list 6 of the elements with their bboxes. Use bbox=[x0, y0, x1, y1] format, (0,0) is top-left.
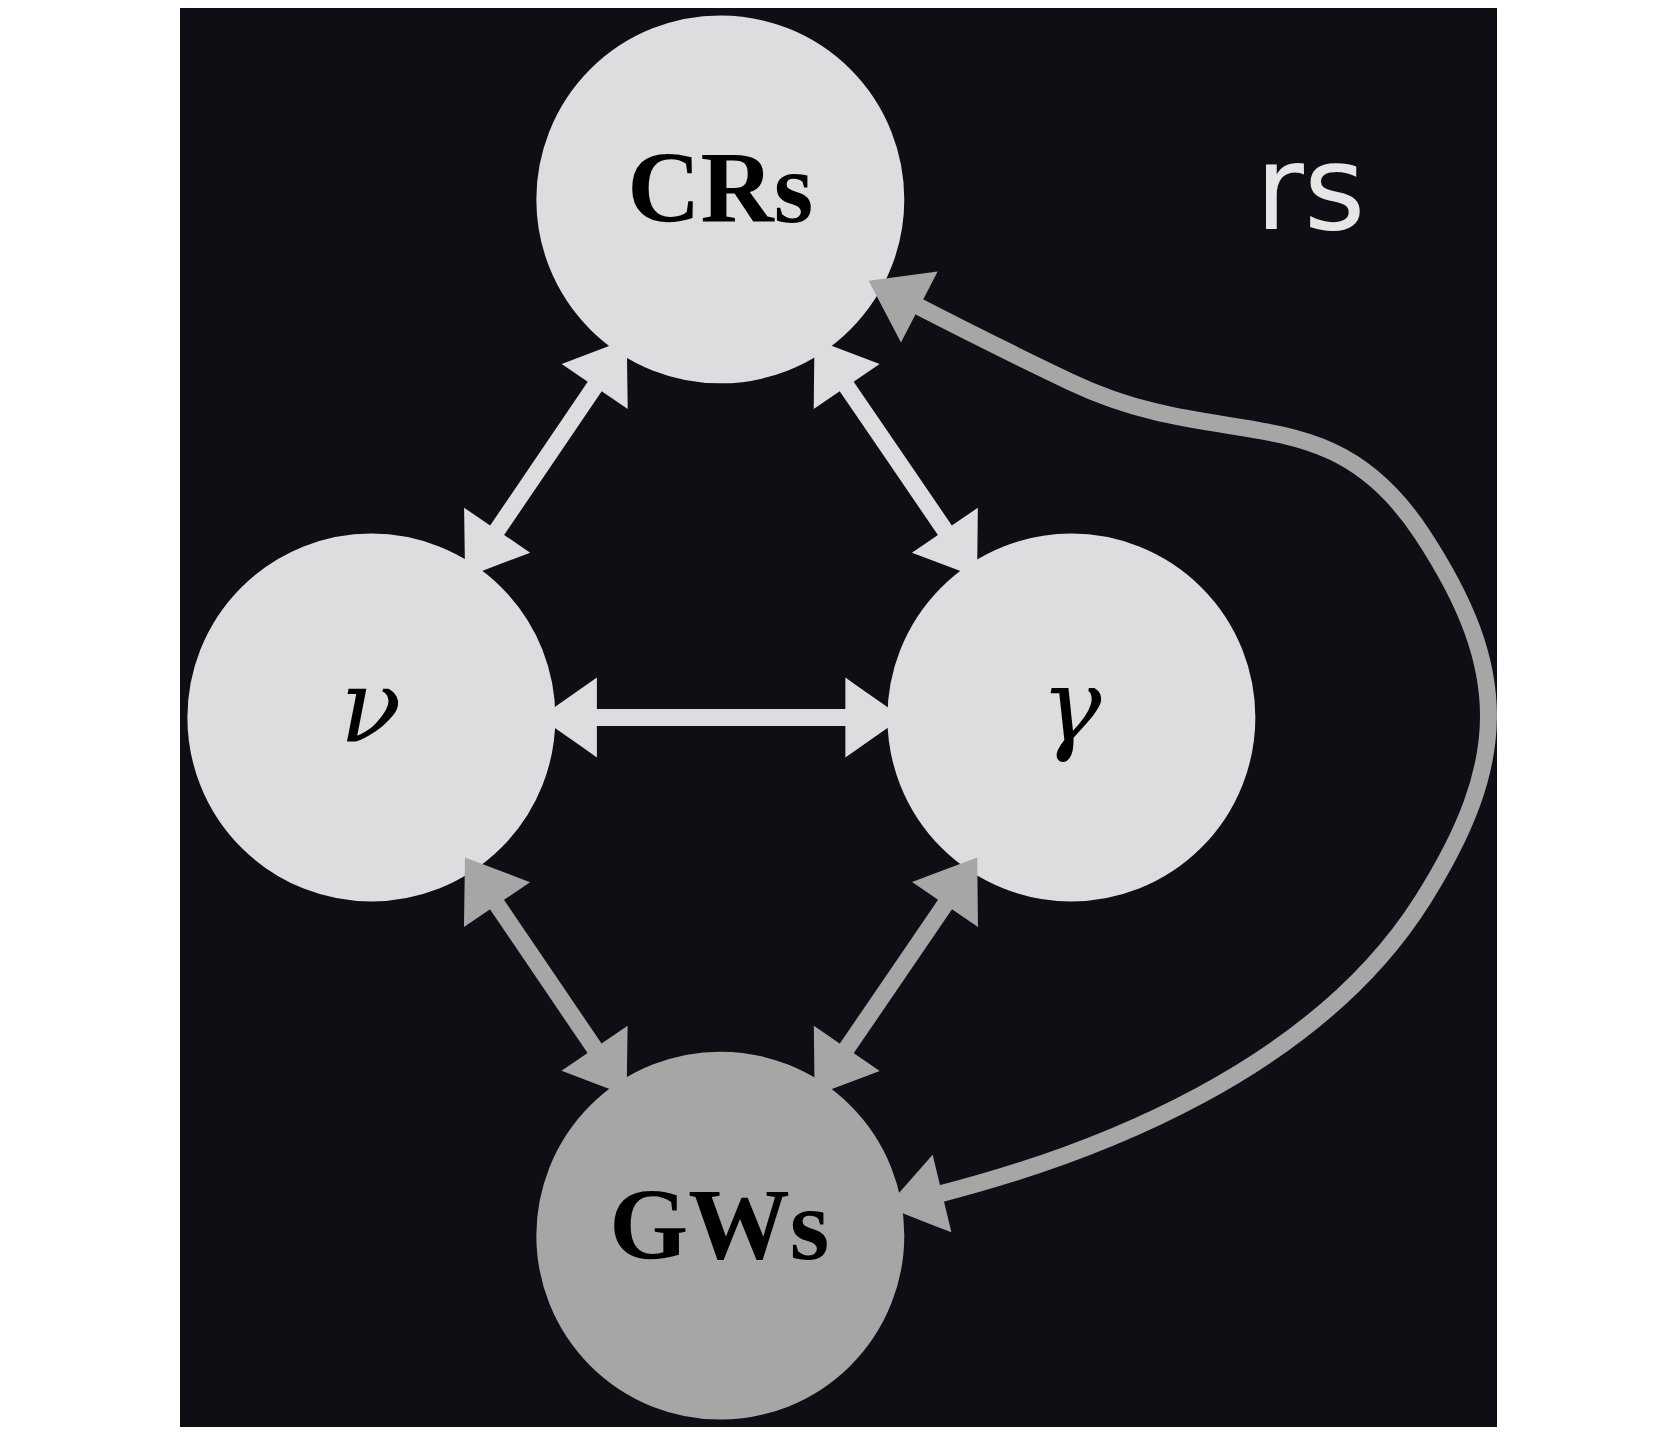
node-circle: CRs bbox=[535, 15, 904, 384]
arrow bbox=[868, 271, 1497, 1233]
label: rs bbox=[1254, 118, 1366, 257]
node-circle: GWs bbox=[535, 1051, 904, 1420]
node-circle: ν bbox=[186, 533, 555, 902]
node-circle: γ bbox=[886, 533, 1255, 902]
